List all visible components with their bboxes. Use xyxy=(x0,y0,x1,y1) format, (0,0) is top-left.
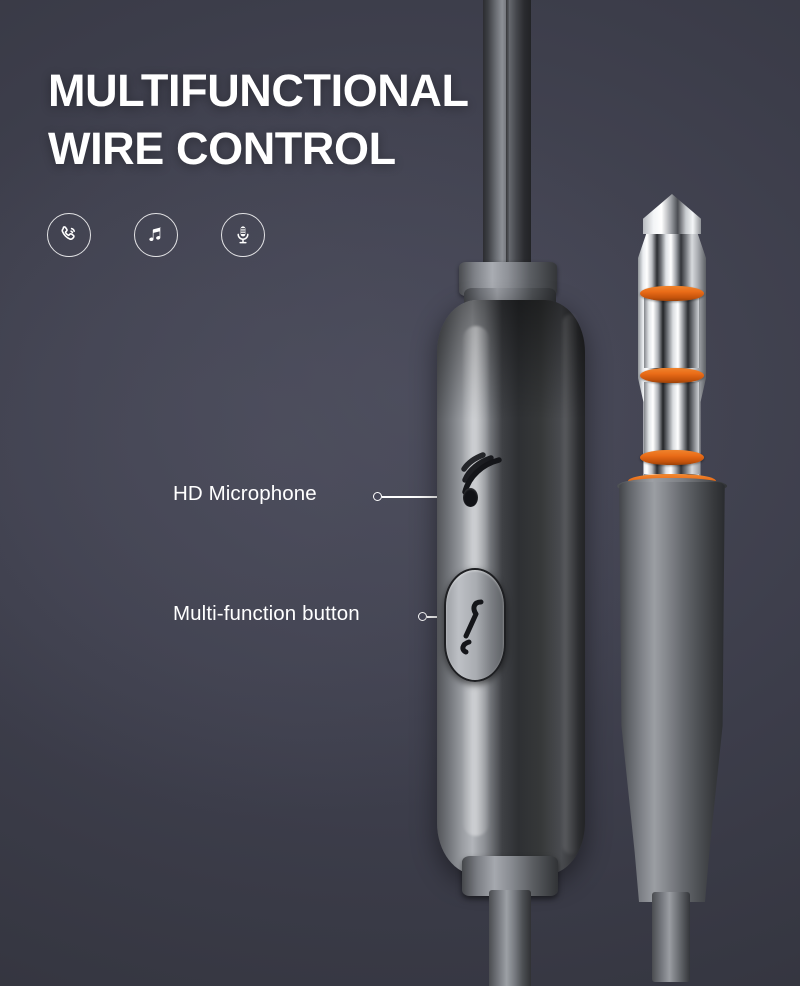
plug-insulator-ring-3 xyxy=(640,450,704,465)
feature-icon-row xyxy=(47,213,265,257)
music-note-icon xyxy=(134,213,178,257)
plug-barrel xyxy=(619,482,725,902)
plug-contact-segment-1 xyxy=(644,296,700,368)
hd-microphone-port xyxy=(463,488,478,507)
upper-cable xyxy=(483,0,531,282)
remote-edge-highlight xyxy=(563,314,579,854)
remote-bottom-collar xyxy=(462,856,558,896)
headline-line-1: MULTIFUNCTIONAL xyxy=(48,65,469,116)
page-title: MULTIFUNCTIONAL WIRE CONTROL xyxy=(48,62,568,177)
callout-label-multi-function-button: Multi-function button xyxy=(173,602,360,625)
callout-label-hd-microphone: HD Microphone xyxy=(173,482,317,505)
callout-dot-multi-function-button xyxy=(418,612,427,621)
3-5mm-trrs-plug xyxy=(612,186,732,982)
plug-insulator-ring-2 xyxy=(640,368,704,383)
callout-leader-hd-microphone xyxy=(382,496,474,498)
plug-contact-segment-2 xyxy=(644,382,700,460)
callout-dot-hd-microphone xyxy=(373,492,382,501)
plug-insulator-ring-1 xyxy=(640,286,704,301)
multi-function-button[interactable] xyxy=(444,568,506,682)
lower-cable xyxy=(489,890,531,986)
plug-cable xyxy=(652,892,690,982)
microphone-icon xyxy=(221,213,265,257)
phone-call-icon xyxy=(47,213,91,257)
remote-top-shading xyxy=(437,300,585,420)
hd-microphone-wave-icon xyxy=(449,440,519,510)
plug-tip xyxy=(643,194,701,234)
headline-line-2: WIRE CONTROL xyxy=(48,122,396,174)
